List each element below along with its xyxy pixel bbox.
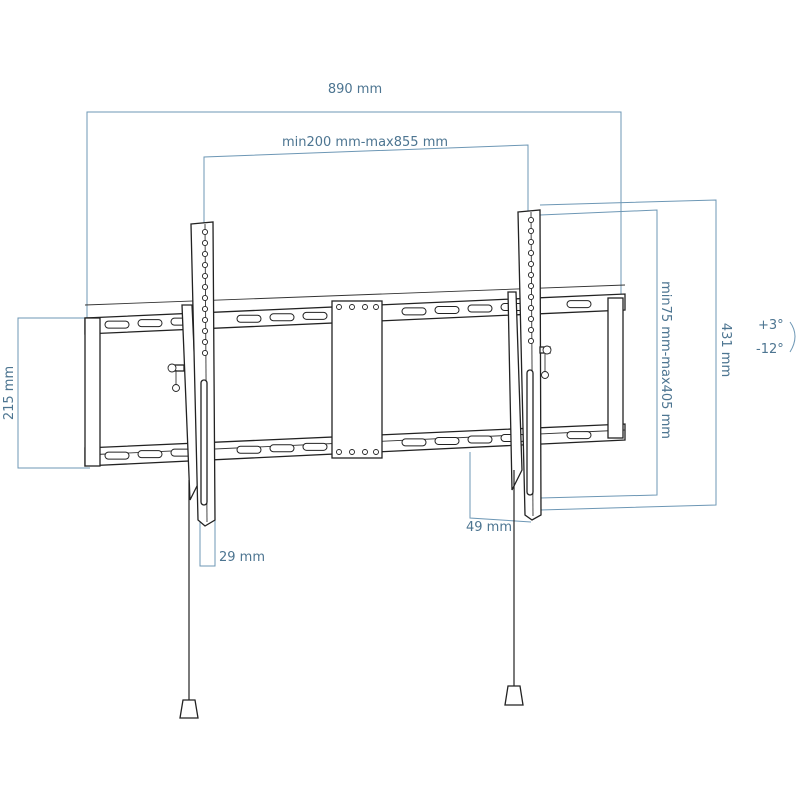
rail-slot — [302, 311, 328, 320]
cord-weight-icon — [504, 685, 524, 706]
mount-hole — [527, 282, 535, 290]
tilt-down-label: -12° — [756, 342, 784, 357]
mount-hole — [527, 304, 535, 312]
mount-hole — [201, 294, 209, 302]
mount-hole — [201, 349, 209, 357]
rail-slot — [137, 450, 163, 459]
rail-height-label: 215 mm — [2, 366, 17, 420]
mount-hole — [527, 216, 535, 224]
mount-hole — [201, 338, 209, 346]
rail-slot — [401, 307, 427, 316]
mount-hole — [527, 238, 535, 246]
rail-slot — [566, 300, 592, 309]
rail-slot — [269, 313, 295, 322]
overall-width-label: 890 mm — [328, 82, 382, 97]
dimension-wall-profile: 49 mm — [466, 452, 532, 535]
rail-slot — [104, 320, 130, 329]
dimension-overall-height: 431 mm — [539, 199, 733, 511]
mount-hole — [201, 305, 209, 313]
mount-hole — [527, 315, 535, 323]
rail-slot — [401, 438, 427, 447]
vesa-horizontal-label: min200 mm-max855 mm — [282, 135, 448, 150]
arm-offset-label: 29 mm — [219, 550, 265, 565]
rail-slot — [467, 304, 493, 313]
mount-hole — [201, 316, 209, 324]
mount-hole — [527, 227, 535, 235]
left-vertical-arm — [167, 221, 216, 527]
right-vertical-arm — [507, 209, 552, 521]
mount-hole — [527, 326, 535, 334]
left-release-cord[interactable] — [179, 480, 199, 719]
tilt-range: +3° -12° — [756, 318, 796, 357]
wall-profile-label: 49 mm — [466, 520, 512, 535]
tilt-up-label: +3° — [758, 318, 784, 333]
right-release-cord[interactable] — [504, 470, 524, 706]
mount-hole — [201, 239, 209, 247]
rail-slot — [236, 445, 262, 454]
dimension-rail-height: 215 mm — [2, 317, 90, 469]
mount-hole — [201, 272, 209, 280]
mount-hole — [201, 228, 209, 236]
rail-slot — [566, 431, 592, 440]
left-end-bracket — [84, 317, 101, 467]
dimension-overall-width: 890 mm — [86, 82, 622, 322]
mount-hole — [201, 327, 209, 335]
rail-slot — [269, 444, 295, 453]
tilt-arc-icon — [789, 321, 796, 353]
mount-hole — [527, 337, 535, 345]
vesa-vertical-label: min75 mm-max405 mm — [658, 281, 673, 439]
rail-slot — [236, 314, 262, 323]
cord-weight-icon — [179, 699, 199, 719]
center-plate — [331, 300, 383, 459]
mount-hole — [527, 293, 535, 301]
mount-hole — [201, 261, 209, 269]
dimension-arm-offset: 29 mm — [199, 520, 265, 567]
mount-hole — [201, 283, 209, 291]
dimension-vesa-vertical: min75 mm-max405 mm — [539, 209, 673, 499]
mount-hole — [527, 249, 535, 257]
dimension-vesa-horizontal: min200 mm-max855 mm — [203, 135, 529, 228]
rail-slot — [434, 305, 460, 314]
rail-slot — [302, 442, 328, 451]
rail-slot — [137, 319, 163, 328]
mount-hole — [201, 250, 209, 258]
rail-slot — [104, 451, 130, 460]
rail-slot — [467, 435, 493, 444]
overall-height-label: 431 mm — [718, 323, 733, 377]
mount-hole — [527, 271, 535, 279]
rail-slot — [434, 436, 460, 445]
right-end-bracket — [607, 297, 624, 439]
mount-hole — [527, 260, 535, 268]
